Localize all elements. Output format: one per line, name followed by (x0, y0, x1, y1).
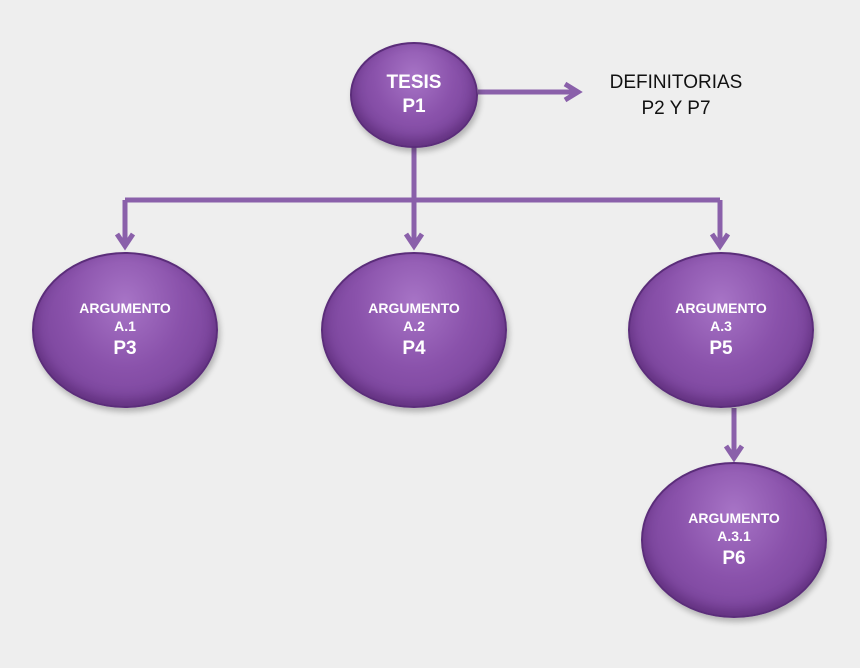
node-a31-code: P6 (722, 548, 746, 569)
connector-a1-arrowhead (114, 232, 136, 251)
node-a3-code: P5 (709, 338, 733, 359)
connector-a2-arrowhead (403, 232, 425, 251)
definitions-note: DEFINITORIAS P2 Y P7 (596, 70, 756, 122)
connector-a31-arrowhead (723, 444, 745, 463)
connector-a3-arrowhead (709, 232, 731, 251)
node-argument-a1: ARGUMENTO A.1 P3 (32, 252, 218, 408)
node-a2-code: P4 (402, 338, 426, 359)
connector-definitions-arrowhead (563, 81, 583, 103)
node-tesis: TESIS P1 (350, 42, 478, 148)
definitions-line2: P2 Y P7 (641, 98, 711, 119)
node-a2-label: ARGUMENTO (368, 300, 460, 316)
node-tesis-label: TESIS (386, 72, 442, 93)
node-tesis-code: P1 (402, 96, 426, 117)
node-a3-label: ARGUMENTO (675, 300, 767, 316)
node-a2-id: A.2 (403, 318, 425, 334)
node-argument-a3-1: ARGUMENTO A.3.1 P6 (641, 462, 827, 618)
node-argument-a2: ARGUMENTO A.2 P4 (321, 252, 507, 408)
node-a3-id: A.3 (710, 318, 732, 334)
node-a1-id: A.1 (114, 318, 136, 334)
node-a1-code: P3 (113, 338, 137, 359)
node-a31-label: ARGUMENTO (688, 510, 780, 526)
node-argument-a3: ARGUMENTO A.3 P5 (628, 252, 814, 408)
node-a31-id: A.3.1 (717, 528, 751, 544)
definitions-line1: DEFINITORIAS (609, 72, 743, 93)
node-a1-label: ARGUMENTO (79, 300, 171, 316)
